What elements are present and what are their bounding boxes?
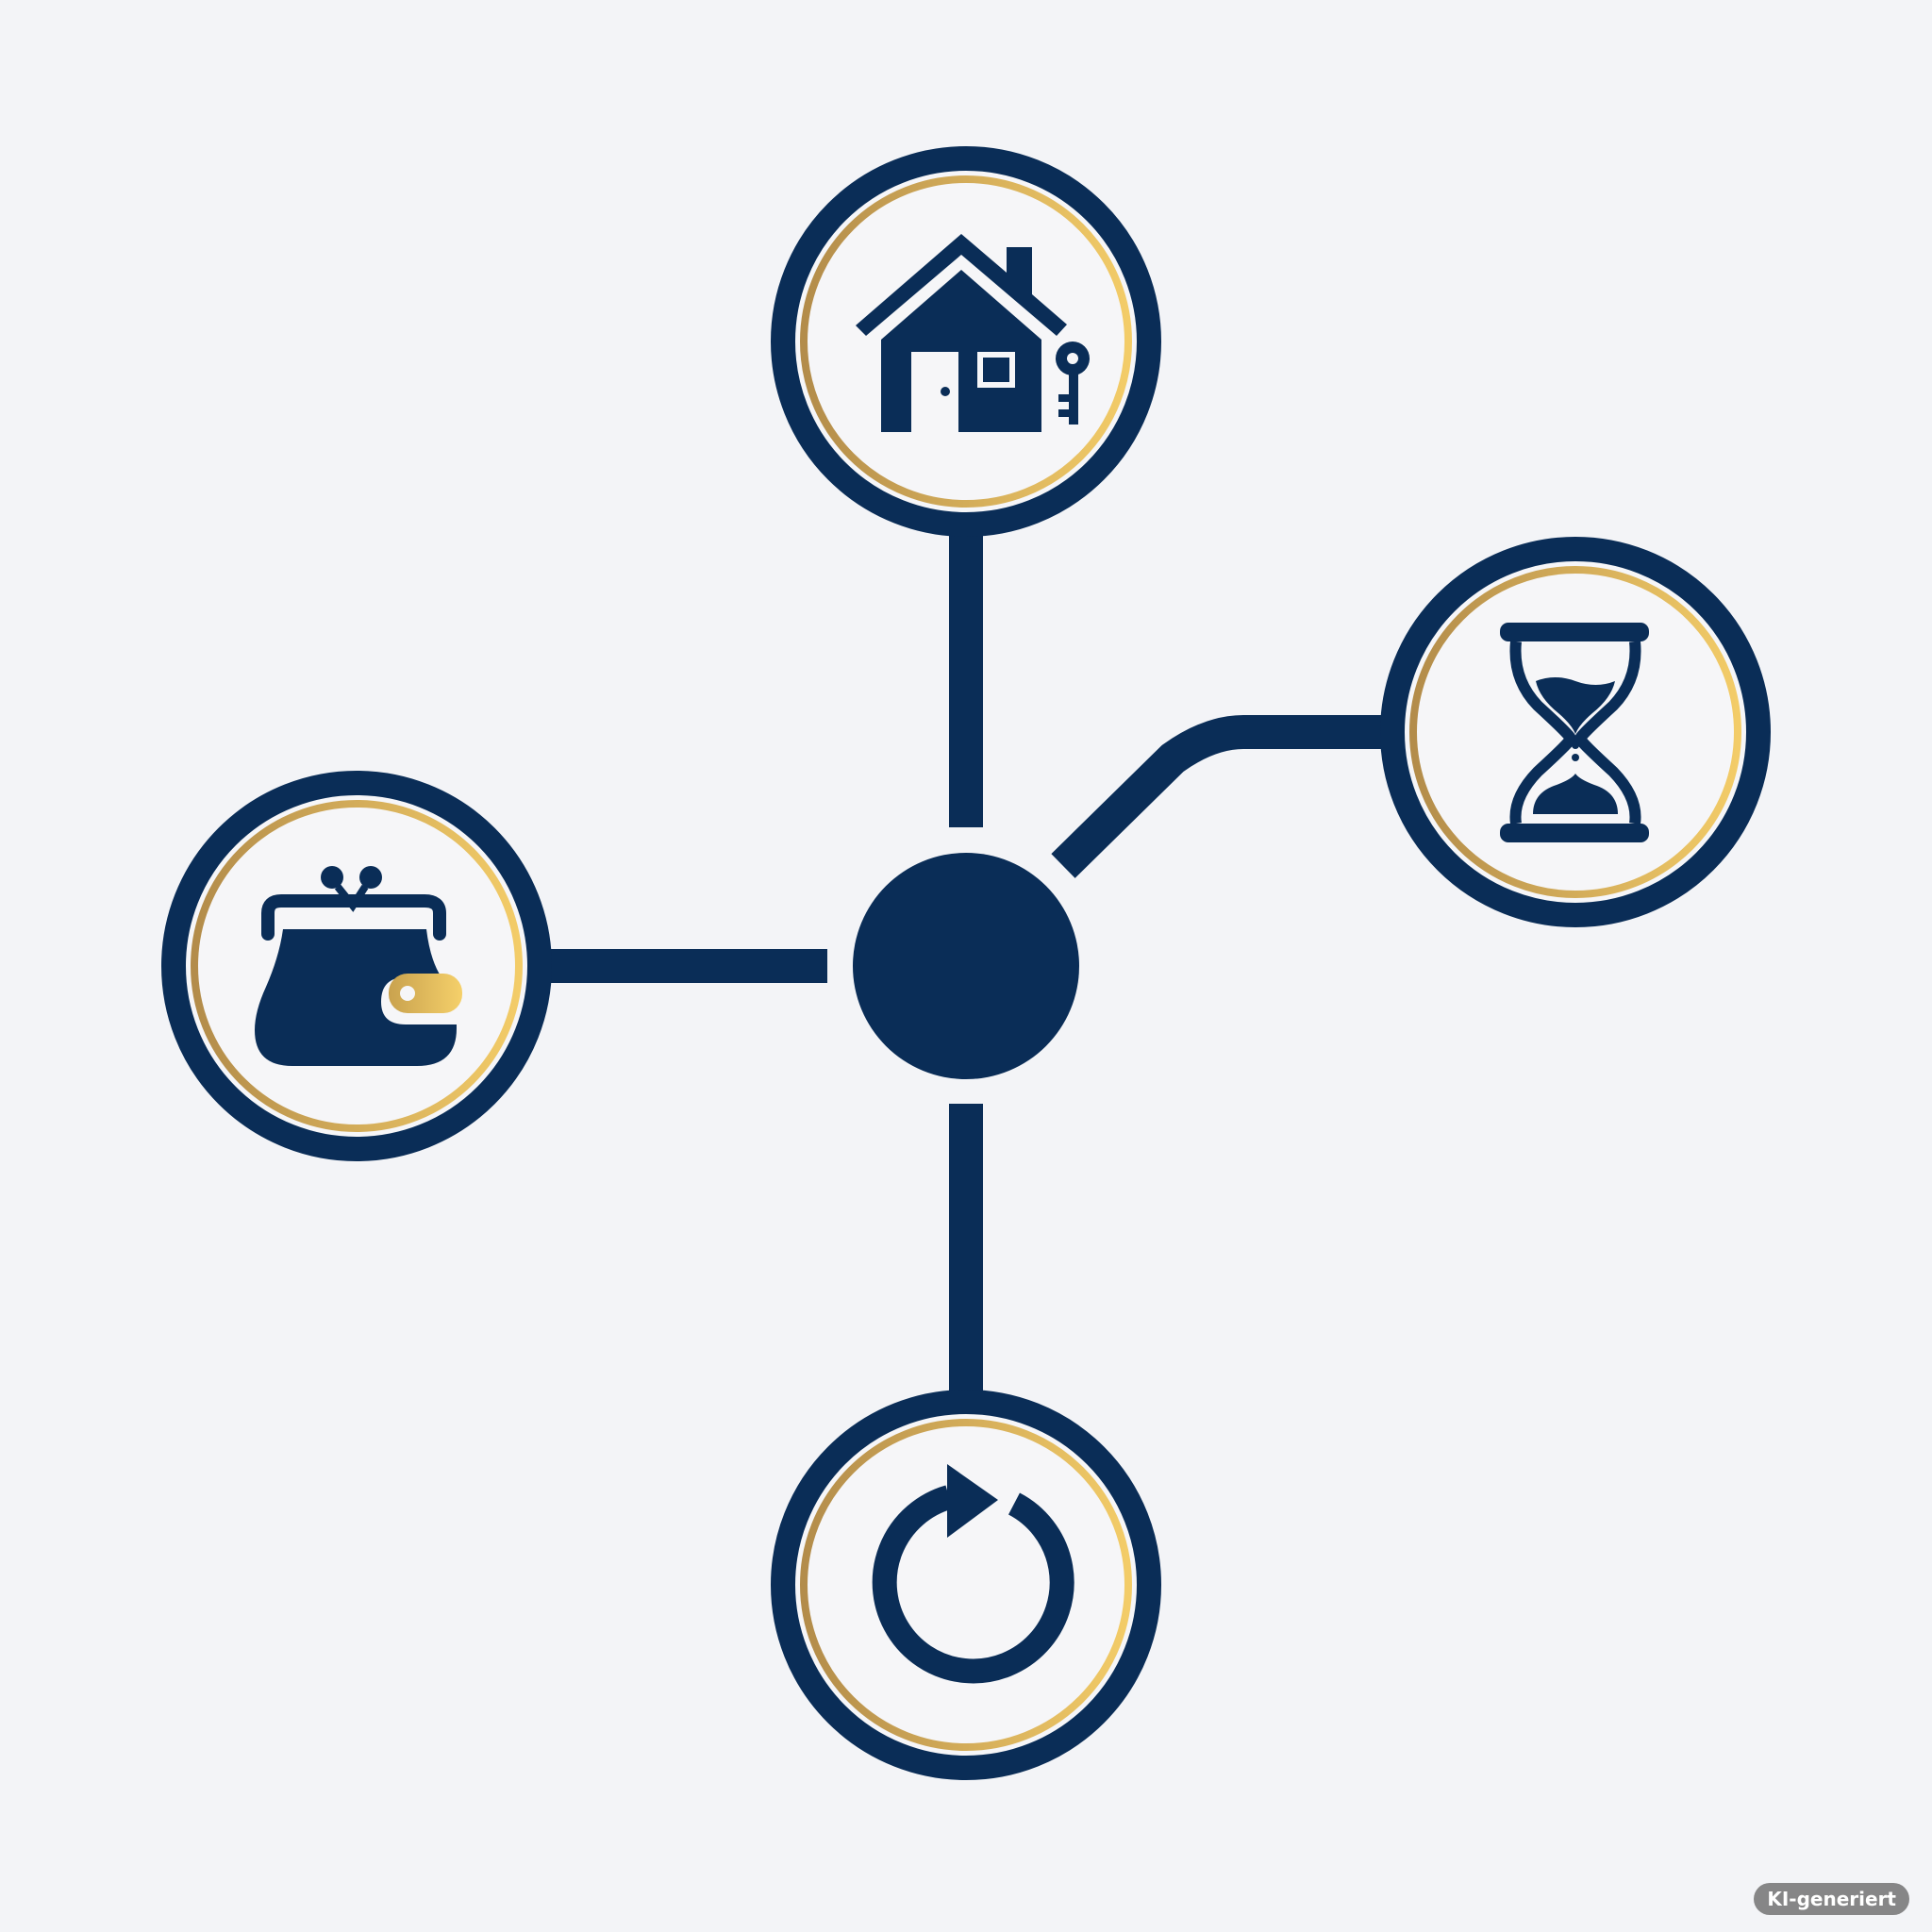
connectors [545, 530, 1387, 1391]
node-wallet [161, 771, 552, 1161]
house-key-icon [856, 234, 1090, 432]
connector-right [1051, 715, 1387, 878]
refresh-arrow-icon [872, 1464, 1074, 1684]
wallet-icon [255, 866, 462, 1066]
hub-gap [835, 835, 1097, 1097]
node-cycle [771, 1390, 1161, 1780]
hub-node [853, 853, 1079, 1079]
node-house [771, 146, 1161, 537]
node-hourglass [1380, 537, 1771, 927]
ai-generated-badge: KI-generiert [1754, 1883, 1909, 1915]
hourglass-icon [1500, 623, 1649, 842]
